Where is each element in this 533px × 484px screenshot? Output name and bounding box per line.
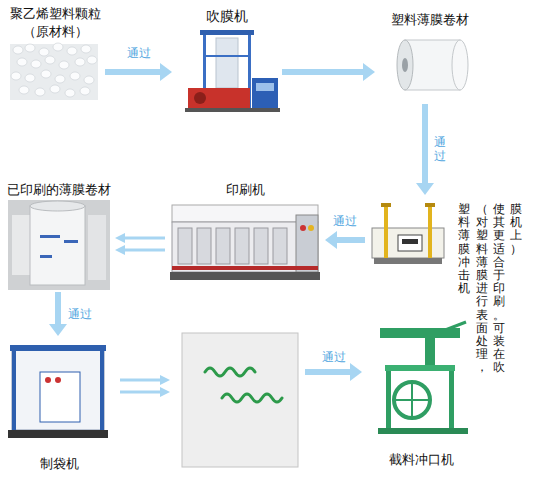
node-caption: 截料冲口机 xyxy=(389,452,454,468)
cutting-machine xyxy=(378,322,468,434)
vertical-note: 塑料薄膜冲击机 xyxy=(458,203,470,295)
printing-machine xyxy=(170,205,320,280)
edge-label: 通过 xyxy=(125,46,153,60)
blow-film-machine xyxy=(185,30,280,112)
plastic-bag xyxy=(182,333,298,467)
flow-arrow xyxy=(115,233,165,255)
process-step: 已印刷的薄膜卷材 xyxy=(3,180,115,292)
process-step: 截料冲口机 xyxy=(365,316,477,476)
node-caption: 制袋机 xyxy=(40,456,79,472)
treatment-machine xyxy=(372,203,444,264)
node-caption: 吹膜机 xyxy=(206,8,248,25)
process-step: 制袋机 xyxy=(3,336,115,476)
flow-arrow xyxy=(282,63,375,81)
flow-arrow xyxy=(416,104,434,195)
bag-making-machine xyxy=(8,345,108,438)
process-step: 塑料薄膜卷材 xyxy=(375,4,485,104)
vertical-note: （对塑料薄膜进行表面处理，使其更适合于印刷。可装在吹膜机上） xyxy=(476,203,522,378)
edge-label: 通过 xyxy=(331,214,359,228)
flow-label: 通过 xyxy=(320,350,348,364)
node-caption: 塑料薄膜卷材 xyxy=(391,12,469,28)
node-caption: 印刷机 xyxy=(226,182,265,198)
process-step: 塑料薄膜冲击机 （对塑料薄膜进行表面处理，使其更适合于印刷。可装在吹膜机上） xyxy=(365,195,527,377)
printed-film-photo xyxy=(8,200,110,290)
node-caption: 已印刷的薄膜卷材 xyxy=(7,182,111,198)
film-roll xyxy=(397,40,468,90)
edge-label: 通过 xyxy=(66,307,94,321)
flow-arrow xyxy=(325,231,365,249)
process-step: 吹膜机 xyxy=(172,4,282,116)
process-step: 聚乙烯塑料颗粒 （原材料） xyxy=(5,4,105,102)
pellet-photo xyxy=(10,43,98,100)
process-step: 印刷机 xyxy=(165,180,325,295)
node-caption: （原材料） xyxy=(23,24,88,40)
edge-label: 通过 xyxy=(433,134,447,164)
node-caption: 聚乙烯塑料颗粒 xyxy=(10,6,101,22)
flow-arrow xyxy=(105,63,172,81)
flow-arrow xyxy=(49,292,67,336)
